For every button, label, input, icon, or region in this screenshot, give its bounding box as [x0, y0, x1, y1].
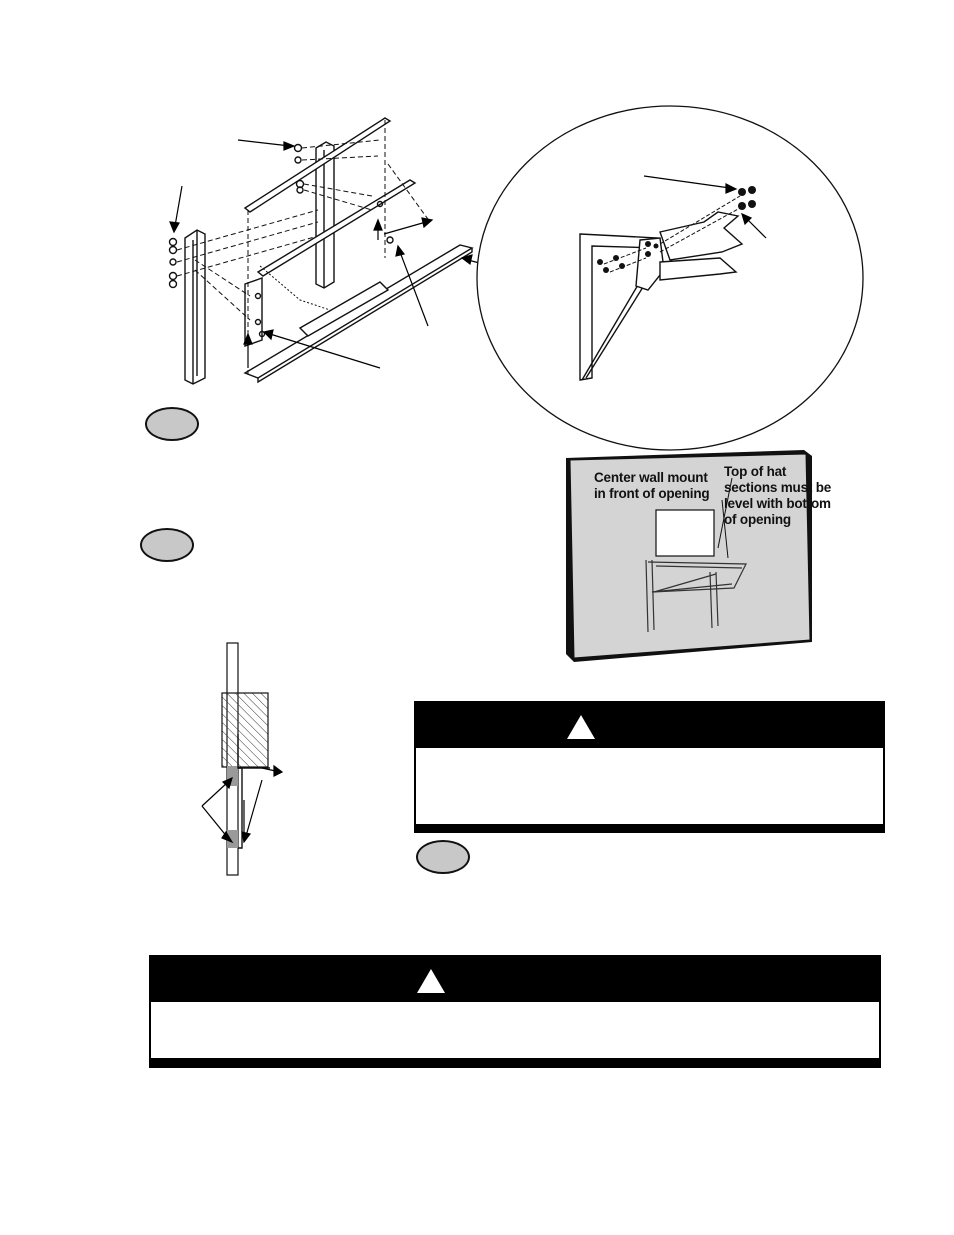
- wall-mount-position-illustration: Center wall mount in front of opening To…: [556, 448, 831, 664]
- warning-triangle-icon: [417, 969, 445, 993]
- step-oval-icon: [145, 407, 199, 441]
- warning-box: [149, 955, 881, 1068]
- warning-box: [414, 701, 885, 833]
- hat-section-level-label: Top of hat sections must be level with b…: [724, 464, 832, 527]
- warning-header-bar: [151, 957, 879, 1002]
- bracket-detail-magnified-view: [476, 105, 864, 451]
- step-oval-icon: [140, 528, 194, 562]
- warning-footer-bar: [416, 824, 883, 831]
- warning-triangle-icon: [567, 715, 595, 739]
- exploded-wall-mount-diagram: [168, 117, 561, 385]
- center-wall-mount-label: Center wall mount in front of opening: [594, 470, 710, 501]
- step-oval-icon: [416, 840, 470, 874]
- warning-footer-bar: [151, 1058, 879, 1066]
- warning-header-bar: [416, 703, 883, 748]
- wall-mount-side-section-diagram: [201, 642, 284, 876]
- wall-panel-drawing: [566, 450, 812, 662]
